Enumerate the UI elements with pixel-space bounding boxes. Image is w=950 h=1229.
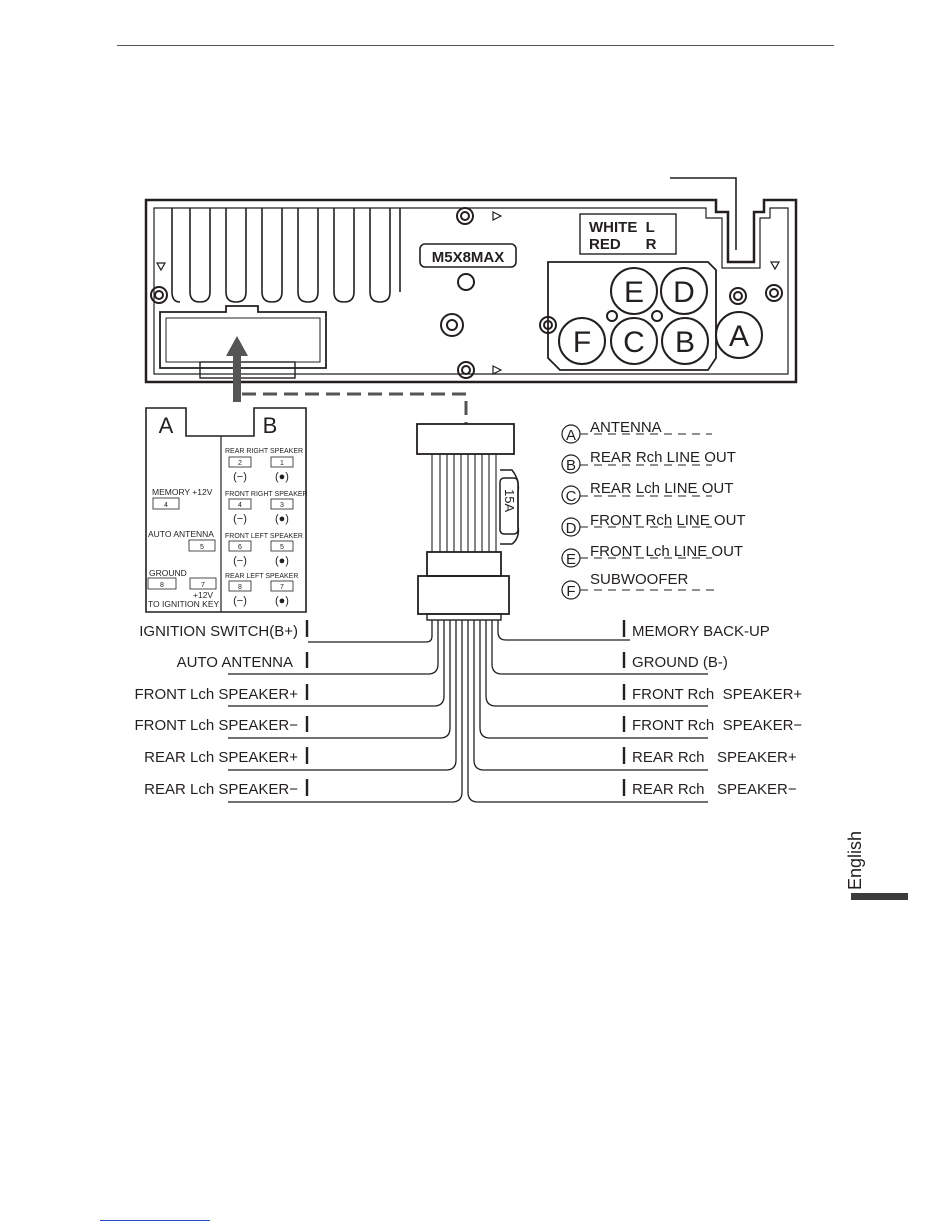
legend-label-rear-rch: REAR Rch LINE OUT xyxy=(590,449,736,466)
legend-item-antenna: A ANTENNA xyxy=(561,419,712,444)
dashed-link xyxy=(242,392,468,424)
legend-key-f: F xyxy=(566,583,575,600)
pin-num-6b: 6 xyxy=(238,544,242,551)
pin-num-2b: 2 xyxy=(238,460,242,467)
socket-a: A xyxy=(715,311,763,359)
pin-label-ignition-key: TO IGNITION KEY xyxy=(148,599,219,609)
rca-label-row1: WHITE L xyxy=(589,219,655,236)
pin-label-memory: MEMORY +12V xyxy=(152,487,213,497)
block-b-groups: REAR RIGHT SPEAKER 2 1 (−) (●) FRONT RIG… xyxy=(225,448,308,607)
legend-item-rear-rch: B REAR Rch LINE OUT xyxy=(561,449,736,474)
group-rear-right: REAR RIGHT SPEAKER xyxy=(225,448,303,455)
polarity-neg: (−) xyxy=(233,513,247,525)
model-badge: M5X8MAX xyxy=(432,249,505,266)
wire-rear-rch-neg: REAR Rch SPEAKER− xyxy=(632,781,797,798)
legend-label-front-rch: FRONT Rch LINE OUT xyxy=(590,512,746,529)
group-front-right: FRONT RIGHT SPEAKER xyxy=(225,491,308,498)
legend-item-subwoofer: F SUBWOOFER xyxy=(561,571,718,600)
rca-label-row2: RED R xyxy=(589,236,657,253)
block-b-title: B xyxy=(263,413,278,438)
socket-d: D xyxy=(660,267,708,315)
fuse-rating: 15A xyxy=(502,489,517,512)
insert-arrow xyxy=(226,336,248,402)
legend-key-c: C xyxy=(566,488,577,505)
pin-num-1b: 1 xyxy=(280,460,284,467)
pin-num-5a: 5 xyxy=(200,544,204,551)
legend-key-e: E xyxy=(566,551,576,568)
polarity-pos: (●) xyxy=(275,595,289,607)
wire-auto-antenna: AUTO ANTENNA xyxy=(177,654,293,671)
wire-front-lch-pos: FRONT Lch SPEAKER+ xyxy=(134,686,298,703)
legend-key-b: B xyxy=(566,457,576,474)
footer-link-underline xyxy=(100,1220,210,1221)
legend-label-rear-lch: REAR Lch LINE OUT xyxy=(590,480,733,497)
language-tab-label: English xyxy=(845,830,865,890)
iso-connector xyxy=(145,407,307,613)
pin-label-12v: +12V xyxy=(193,590,213,600)
pin-num-8b: 8 xyxy=(238,584,242,591)
wire-front-rch-neg: FRONT Rch SPEAKER− xyxy=(632,717,802,734)
unit-rear-panel xyxy=(144,177,798,384)
socket-e-letter: E xyxy=(624,276,644,309)
socket-f-letter: F xyxy=(573,326,591,359)
block-a-title: A xyxy=(159,413,174,438)
wire-rear-lch-pos: REAR Lch SPEAKER+ xyxy=(144,749,298,766)
polarity-pos: (●) xyxy=(275,513,289,525)
pin-num-7a: 7 xyxy=(201,582,205,589)
pin-label-ground: GROUND xyxy=(149,568,187,578)
socket-e: E xyxy=(610,267,658,315)
polarity-neg: (−) xyxy=(233,471,247,483)
group-rear-left: REAR LEFT SPEAKER xyxy=(225,573,298,580)
legend-item-front-rch: D FRONT Rch LINE OUT xyxy=(561,512,746,537)
rca-sockets: E D F C B A xyxy=(558,267,763,365)
wire-front-lch-neg: FRONT Lch SPEAKER− xyxy=(134,717,298,734)
pin-num-8a: 8 xyxy=(160,582,164,589)
group-front-left: FRONT LEFT SPEAKER xyxy=(225,533,303,540)
polarity-pos: (●) xyxy=(275,555,289,567)
language-tab-bar xyxy=(851,893,908,900)
socket-b-letter: B xyxy=(675,326,695,359)
socket-c-letter: C xyxy=(623,326,645,359)
header-rule xyxy=(117,45,834,46)
output-legend: A ANTENNA B REAR Rch LINE OUT C REAR Lch… xyxy=(561,419,746,600)
socket-d-letter: D xyxy=(673,276,695,309)
legend-label-subwoofer: SUBWOOFER xyxy=(590,571,689,588)
socket-b: B xyxy=(661,317,709,365)
pin-num-4a: 4 xyxy=(164,502,168,509)
wire-rear-rch-pos: REAR Rch SPEAKER+ xyxy=(632,749,797,766)
wire-rear-lch-neg: REAR Lch SPEAKER− xyxy=(144,781,298,798)
legend-label-antenna: ANTENNA xyxy=(590,419,662,436)
legend-label-front-lch: FRONT Lch LINE OUT xyxy=(590,543,743,560)
polarity-pos: (●) xyxy=(275,471,289,483)
polarity-neg: (−) xyxy=(233,555,247,567)
socket-a-letter: A xyxy=(729,320,749,353)
pin-num-5b: 5 xyxy=(280,544,284,551)
wire-ground: GROUND (B-) xyxy=(632,654,728,671)
pin-num-4b: 4 xyxy=(238,502,242,509)
polarity-neg: (−) xyxy=(233,595,247,607)
socket-c: C xyxy=(610,317,658,365)
wiring-harness xyxy=(228,423,708,803)
wire-front-rch-pos: FRONT Rch SPEAKER+ xyxy=(632,686,802,703)
pin-num-7b: 7 xyxy=(280,584,284,591)
legend-item-rear-lch: C REAR Lch LINE OUT xyxy=(561,480,733,505)
socket-f: F xyxy=(558,317,606,365)
legend-item-front-lch: E FRONT Lch LINE OUT xyxy=(561,543,743,568)
legend-key-d: D xyxy=(566,520,577,537)
pin-label-auto-antenna: AUTO ANTENNA xyxy=(148,529,214,539)
wire-labels-left: IGNITION SWITCH(B+) AUTO ANTENNA FRONT L… xyxy=(134,623,298,798)
pin-num-3b: 3 xyxy=(280,502,284,509)
legend-key-a: A xyxy=(566,427,576,444)
wire-memory-backup: MEMORY BACK-UP xyxy=(632,623,770,640)
wire-ignition-switch: IGNITION SWITCH(B+) xyxy=(139,623,298,640)
wire-labels-right: MEMORY BACK-UP GROUND (B-) FRONT Rch SPE… xyxy=(632,623,802,798)
